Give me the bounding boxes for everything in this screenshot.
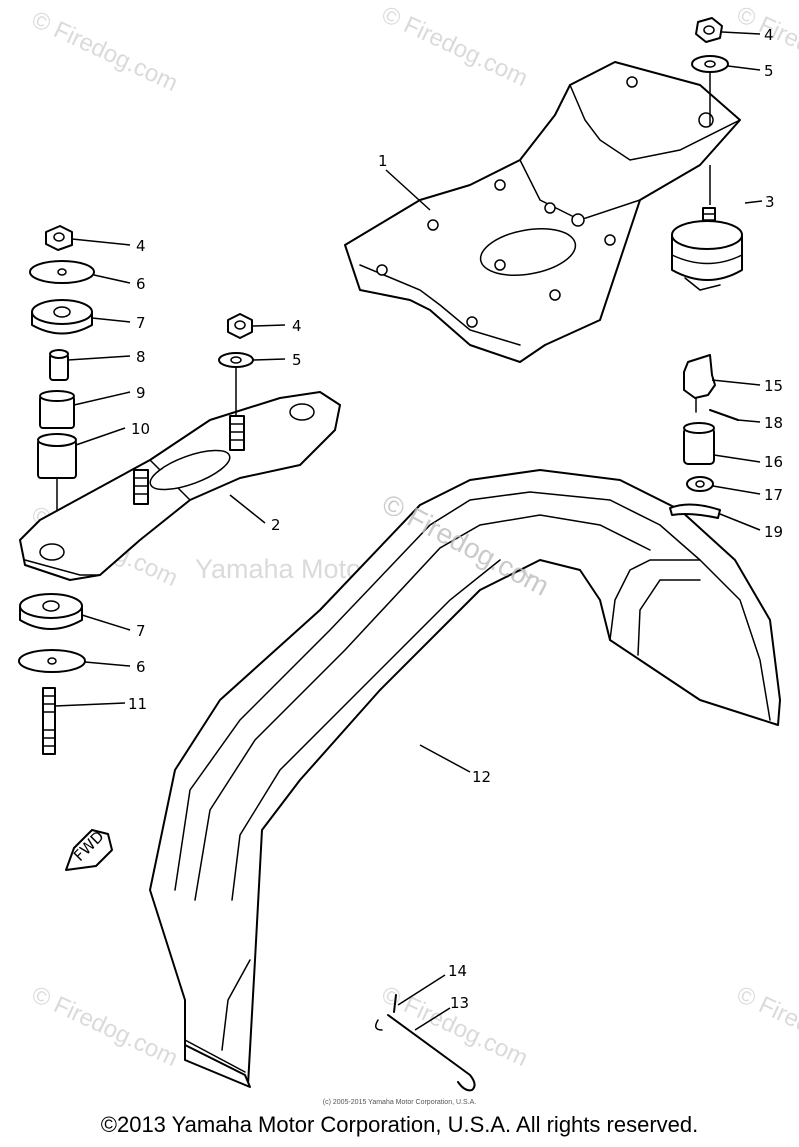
callout-5-top-right: 5	[764, 62, 774, 80]
part-9-spacer	[39, 390, 75, 429]
watermark-bottom-left: © Firedog.com	[27, 981, 181, 1072]
callout-11: 11	[128, 695, 147, 713]
watermark-bottom-right: © Firedog.com	[732, 981, 799, 1072]
part-2-bracket	[19, 391, 341, 581]
part-17-washer	[686, 476, 714, 492]
part-6-washer-left-top	[29, 260, 95, 284]
part-19-clip	[669, 503, 721, 519]
callout-9: 9	[136, 384, 146, 402]
part-4-nut-center	[227, 313, 253, 339]
callout-5-center: 5	[292, 351, 302, 369]
callout-1: 1	[378, 152, 388, 170]
callout-12: 12	[472, 768, 491, 786]
part-5-washer-center	[218, 352, 254, 368]
part-14-cotter-pin	[393, 994, 397, 1013]
callout-4-left: 4	[136, 237, 146, 255]
callout-4-top-right: 4	[764, 26, 774, 44]
callout-13: 13	[450, 994, 469, 1012]
part-11-stud-bolt	[42, 687, 56, 755]
callout-7-left-top: 7	[136, 314, 146, 332]
part-1-engine-bed	[344, 61, 741, 363]
part-10-sleeve	[37, 433, 77, 479]
part-16-bushing	[683, 422, 715, 465]
callout-7-left-bottom: 7	[136, 622, 146, 640]
fwd-arrow: FWD	[65, 827, 113, 871]
part-7-rubber-left-top	[31, 299, 93, 335]
part-12-cover	[149, 469, 781, 1088]
callout-16: 16	[764, 453, 783, 471]
callout-17: 17	[764, 486, 783, 504]
callout-19: 19	[764, 523, 783, 541]
callouts: 1 3 4 5 4 6 7 8 9 10 4 5 2 7 6 11 12 15 …	[128, 26, 783, 1012]
callout-4-center: 4	[292, 317, 302, 335]
part-4-nut-left	[45, 225, 73, 251]
callout-14: 14	[448, 962, 467, 980]
small-copyright: (c) 2005-2015 Yamaha Motor Corporation, …	[322, 1099, 477, 1106]
callout-18: 18	[764, 414, 783, 432]
callout-8: 8	[136, 348, 146, 366]
part-6-washer-left-bottom	[18, 649, 86, 673]
callout-15: 15	[764, 377, 783, 395]
watermark-top-middle: © Firedog.com	[377, 1, 531, 92]
part-4-nut-top-right	[695, 17, 723, 43]
leader-lines	[54, 31, 763, 1031]
part-3-rubber-mount	[671, 207, 743, 291]
callout-3: 3	[765, 193, 775, 211]
part-18-pin	[709, 409, 739, 421]
part-8-collar	[49, 349, 69, 381]
part-13-rod	[375, 1014, 476, 1092]
callout-2: 2	[271, 516, 281, 534]
part-15-knob	[683, 354, 716, 413]
part-5-washer-top-right	[691, 55, 729, 73]
watermark-top-left: © Firedog.com	[27, 6, 181, 97]
part-7-rubber-left-bottom	[19, 593, 83, 630]
callout-6-left-top: 6	[136, 275, 146, 293]
copyright-footer: ©2013 Yamaha Motor Corporation, U.S.A. A…	[100, 1112, 699, 1137]
callout-6-left-bottom: 6	[136, 658, 146, 676]
callout-10: 10	[131, 420, 150, 438]
